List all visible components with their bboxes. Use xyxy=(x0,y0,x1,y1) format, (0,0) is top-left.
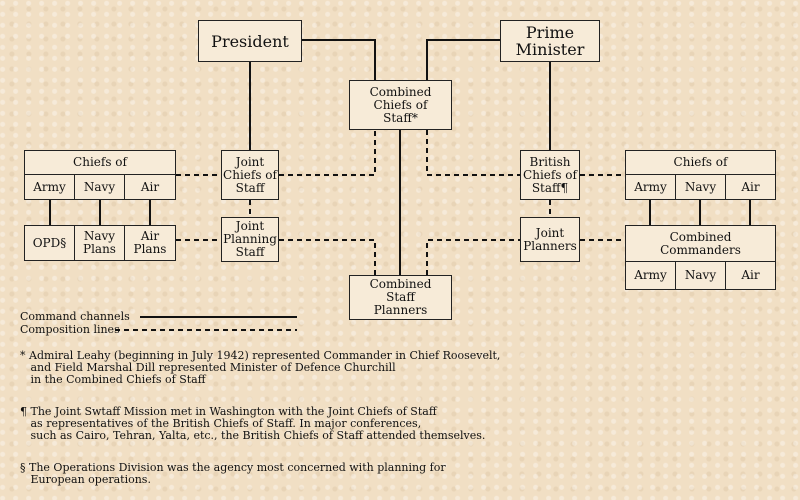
prime-minister-box: Prime Minister xyxy=(500,20,600,62)
combined-chiefs-box: Combined Chiefs of Staff* xyxy=(349,80,452,130)
combined-staff-planners-box: Combined Staff Planners xyxy=(349,275,452,320)
prime-minister-label: Prime Minister xyxy=(515,23,585,59)
us-navy-cell: Navy xyxy=(75,175,125,199)
legend-command-label: Command channels xyxy=(20,310,130,323)
president-label: President xyxy=(211,31,289,51)
british-chiefs-label: British Chiefs of Staff¶ xyxy=(523,154,577,195)
uk-navy-cell: Navy xyxy=(676,175,726,199)
commanders-navy-cell: Navy xyxy=(676,262,726,289)
air-plans-cell: Air Plans xyxy=(133,229,167,256)
combined-chiefs-label: Combined Chiefs of Staff* xyxy=(369,84,432,125)
joint-planning-staff-box: Joint Planning Staff xyxy=(221,217,279,262)
joint-chiefs-box: Joint Chiefs of Staff xyxy=(221,150,279,200)
us-plans-table: OPD§ Navy Plans Air Plans xyxy=(24,225,176,261)
joint-planners-box: Joint Planners xyxy=(520,217,580,262)
us-chiefs-table: Chiefs of Army Navy Air xyxy=(24,150,176,200)
joint-planning-staff-label: Joint Planning Staff xyxy=(223,219,277,259)
legend-composition-label: Composition lines xyxy=(20,323,120,336)
composition-lines xyxy=(115,130,625,331)
british-chiefs-box: British Chiefs of Staff¶ xyxy=(520,150,580,200)
uk-air-cell: Air xyxy=(741,179,760,194)
commanders-air-cell: Air xyxy=(741,268,760,282)
us-chiefs-title: Chiefs of xyxy=(25,151,175,175)
president-box: President xyxy=(198,20,302,62)
opd-cell: OPD§ xyxy=(25,226,75,260)
note-section: § The Operations Division was the agency… xyxy=(20,461,446,486)
combined-commanders-table: Combined Commanders Army Navy Air xyxy=(625,225,776,290)
commanders-army-cell: Army xyxy=(626,262,676,289)
us-air-cell: Air xyxy=(140,179,160,194)
note-asterisk: * Admiral Leahy (beginning in July 1942)… xyxy=(20,349,501,386)
joint-planners-label: Joint Planners xyxy=(523,225,577,253)
combined-staff-planners-label: Combined Staff Planners xyxy=(369,277,432,317)
uk-chiefs-table: Chiefs of Army Navy Air xyxy=(625,150,776,200)
navy-plans-cell: Navy Plans xyxy=(75,226,125,260)
combined-commanders-title: Combined Commanders xyxy=(626,226,775,262)
us-army-cell: Army xyxy=(25,175,75,199)
note-pilcrow: ¶ The Joint Swtaff Mission met in Washin… xyxy=(20,405,486,442)
uk-chiefs-title: Chiefs of xyxy=(626,151,775,175)
command-channels xyxy=(49,39,751,275)
joint-chiefs-label: Joint Chiefs of Staff xyxy=(223,154,277,195)
uk-army-cell: Army xyxy=(626,175,676,199)
